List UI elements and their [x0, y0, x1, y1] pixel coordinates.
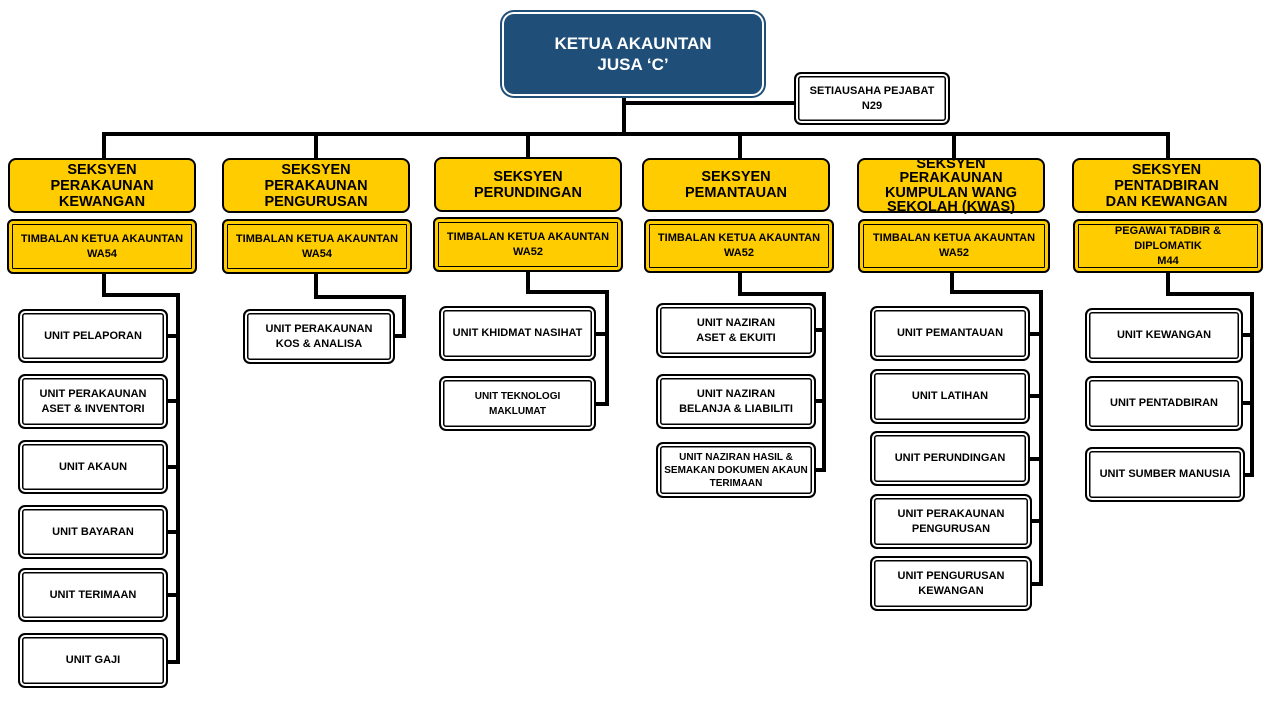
- unit-box: UNIT PERUNDINGAN: [870, 431, 1030, 486]
- secretary-box: SETIAUSAHA PEJABAT N29: [794, 72, 950, 125]
- unit-box: UNIT PERAKAUNAN ASET & INVENTORI: [18, 374, 168, 429]
- deputy-box: TIMBALAN KETUA AKAUNTAN WA52: [858, 219, 1050, 273]
- section-title: SEKSYEN PERAKAUNAN KEWANGAN: [8, 158, 196, 213]
- unit-box: UNIT BAYARAN: [18, 505, 168, 559]
- unit-box: UNIT TERIMAAN: [18, 568, 168, 622]
- unit-box: UNIT LATIHAN: [870, 369, 1030, 424]
- section-title: SEKSYEN PENTADBIRAN DAN KEWANGAN: [1072, 158, 1261, 213]
- section-title: SEKSYEN PERAKAUNAN PENGURUSAN: [222, 158, 410, 213]
- deputy-box: PEGAWAI TADBIR & DIPLOMATIK M44: [1073, 219, 1263, 273]
- deputy-box: TIMBALAN KETUA AKAUNTAN WA54: [7, 219, 197, 274]
- unit-box: UNIT SUMBER MANUSIA: [1085, 447, 1245, 502]
- unit-box: UNIT PELAPORAN: [18, 309, 168, 363]
- head-box: KETUA AKAUNTAN JUSA ‘C’: [504, 14, 762, 94]
- unit-box: UNIT PERAKAUNAN KOS & ANALISA: [243, 309, 395, 364]
- unit-box: UNIT AKAUN: [18, 440, 168, 494]
- deputy-box: TIMBALAN KETUA AKAUNTAN WA52: [644, 219, 834, 273]
- deputy-box: TIMBALAN KETUA AKAUNTAN WA52: [433, 217, 623, 272]
- unit-box: UNIT NAZIRAN ASET & EKUITI: [656, 303, 816, 358]
- unit-box: UNIT PEMANTAUAN: [870, 306, 1030, 361]
- section-title: SEKSYEN PEMANTAUAN: [642, 158, 830, 212]
- unit-box: UNIT PENGURUSAN KEWANGAN: [870, 556, 1032, 611]
- section-title: SEKSYEN PERUNDINGAN: [434, 157, 622, 212]
- section-title: SEKSYEN PERAKAUNAN KUMPULAN WANG SEKOLAH…: [857, 156, 1045, 214]
- unit-box: UNIT PERAKAUNAN PENGURUSAN: [870, 494, 1032, 549]
- unit-box: UNIT KHIDMAT NASIHAT: [439, 306, 596, 361]
- secretary-title: SETIAUSAHA PEJABAT N29: [809, 84, 935, 112]
- unit-box: UNIT GAJI: [18, 633, 168, 688]
- unit-box: UNIT TEKNOLOGI MAKLUMAT: [439, 376, 596, 431]
- unit-box: UNIT NAZIRAN HASIL & SEMAKAN DOKUMEN AKA…: [656, 442, 816, 498]
- unit-box: UNIT KEWANGAN: [1085, 308, 1243, 363]
- unit-box: UNIT PENTADBIRAN: [1085, 376, 1243, 431]
- head-title: KETUA AKAUNTAN JUSA ‘C’: [554, 34, 712, 74]
- unit-box: UNIT NAZIRAN BELANJA & LIABILITI: [656, 374, 816, 429]
- deputy-box: TIMBALAN KETUA AKAUNTAN WA54: [222, 219, 412, 274]
